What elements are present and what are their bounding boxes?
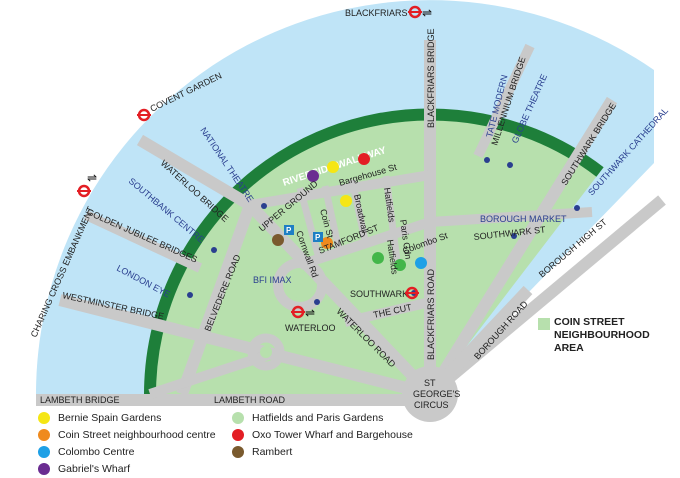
legend-dot xyxy=(38,446,50,458)
bernie-spain-gardens-marker-1[interactable] xyxy=(327,161,339,173)
waterloo-station[interactable]: ⇌ WATERLOO xyxy=(285,305,336,333)
belvedere-road xyxy=(176,202,256,397)
hatfields-top-label: Hatfields xyxy=(382,187,397,224)
landmark-dots xyxy=(187,157,580,305)
legend-label: Rambert xyxy=(252,446,293,458)
svg-text:SOUTHWARK: SOUTHWARK xyxy=(350,289,408,299)
rail-icon: ⇌ xyxy=(422,6,432,20)
legend-label: Colombo Centre xyxy=(58,446,135,458)
waterloo-roundabout-centre xyxy=(287,272,313,298)
coin-st xyxy=(321,185,344,256)
hatfields-label: Hatfields xyxy=(385,239,400,276)
blackfriars-station[interactable]: BLACKFRIARS ⇌ xyxy=(345,5,432,20)
legend-dot xyxy=(38,429,50,441)
legend-dot xyxy=(232,412,244,424)
neighbourhood-area-label: COIN STREET NEIGHBOURHOOD AREA xyxy=(554,316,650,354)
upper-ground-road xyxy=(249,170,431,210)
southwark-bridge-road xyxy=(424,96,618,398)
waterloo-station-dot xyxy=(314,299,320,305)
legend-label: Coin Street neighbourhood centre xyxy=(58,429,216,441)
riverside-walkway xyxy=(144,108,604,395)
svg-text:BLACKFRIARS: BLACKFRIARS xyxy=(345,8,408,18)
southwark-st-road xyxy=(429,207,593,227)
legend-item: Rambert xyxy=(232,446,292,458)
legend-label: Bernie Spain Gardens xyxy=(58,412,162,424)
borough-market-dot xyxy=(511,233,517,239)
st-georges-line-2: GEORGE'S xyxy=(413,389,460,399)
blackfriars-bridge-label: BLACKFRIARS BRIDGE xyxy=(426,28,436,128)
legend-dot xyxy=(232,429,244,441)
legend-label: Gabriel's Wharf xyxy=(58,463,131,475)
legend-item: Oxo Tower Wharf and Bargehouse xyxy=(232,429,413,441)
westminster-bridge-road xyxy=(58,294,432,400)
lambeth-roundabout-centre xyxy=(260,346,272,358)
waterloo-bridge-road xyxy=(136,134,254,211)
gabriels-wharf-marker[interactable] xyxy=(307,170,319,182)
hatfields-gardens-marker-1[interactable] xyxy=(372,252,384,264)
the-cut-road xyxy=(343,297,432,327)
national-theatre-dot xyxy=(261,203,267,209)
svg-text:P: P xyxy=(315,233,321,242)
bernie-spain-gardens-marker-2[interactable] xyxy=(340,195,352,207)
svg-text:WATERLOO: WATERLOO xyxy=(285,323,336,333)
st-georges-line-3: CIRCUS xyxy=(414,400,449,410)
legend-item: Gabriel's Wharf xyxy=(38,463,130,475)
legend-item: Hatfields and Paris Gardens xyxy=(232,412,383,424)
rail-icon: ⇌ xyxy=(87,171,97,185)
rambert-marker[interactable] xyxy=(272,234,284,246)
st-georges-circus xyxy=(402,366,458,422)
legend-dot xyxy=(38,412,50,424)
tate-modern-dot xyxy=(484,157,490,163)
millennium-bridge-road xyxy=(473,43,535,159)
legend-item: Bernie Spain Gardens xyxy=(38,412,161,424)
golden-jubilee-bridges-road xyxy=(83,210,203,273)
cathedral-dot xyxy=(574,205,580,211)
southbank-centre-dot xyxy=(211,247,217,253)
blackfriars-road-label: BLACKFRIARS ROAD xyxy=(426,268,436,360)
road-network xyxy=(36,40,666,406)
lambeth-bridge-label: LAMBETH BRIDGE xyxy=(40,395,120,405)
cornwall-rd xyxy=(296,187,324,263)
st-georges-line-1: ST xyxy=(424,378,436,388)
rail-icon: ⇌ xyxy=(305,306,315,320)
parking-sign-2: P xyxy=(313,232,323,242)
borough-market-label: BOROUGH MARKET xyxy=(480,214,567,224)
bfi-imax-label: BFI IMAX xyxy=(253,275,292,285)
legend-label: Oxo Tower Wharf and Bargehouse xyxy=(252,429,413,441)
southwark-station[interactable]: SOUTHWARK xyxy=(350,286,419,300)
hatfields-road xyxy=(382,175,402,269)
neighbourhood-swatch xyxy=(538,318,550,330)
lambeth-roundabout xyxy=(247,333,285,371)
legend-dot xyxy=(232,446,244,458)
hatfields-gardens-marker-2[interactable] xyxy=(394,259,406,271)
neighbourhood-centre-marker[interactable] xyxy=(321,237,333,249)
lambeth-road xyxy=(148,350,270,399)
broadwall-st xyxy=(348,179,369,241)
parking-sign-1: P xyxy=(284,225,294,235)
svg-text:P: P xyxy=(286,226,292,235)
legend-label: Hatfields and Paris Gardens xyxy=(252,412,384,424)
legend-item: Coin Street neighbourhood centre xyxy=(38,429,216,441)
legend-dot xyxy=(38,463,50,475)
london-eye-dot xyxy=(187,292,193,298)
colombo-centre-marker[interactable] xyxy=(415,257,427,269)
globe-theatre-dot xyxy=(507,162,513,168)
legend-item: Colombo Centre xyxy=(38,446,134,458)
oxo-tower-marker[interactable] xyxy=(358,153,370,165)
lambeth-road-label: LAMBETH ROAD xyxy=(214,395,286,405)
map-legend: Bernie Spain Gardens Hatfields and Paris… xyxy=(38,412,458,476)
